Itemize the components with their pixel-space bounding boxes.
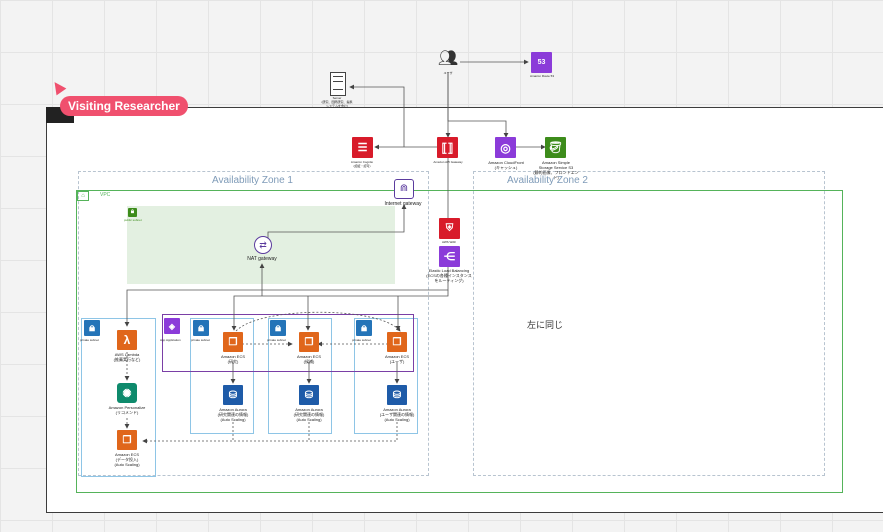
elb-to-lambda-line xyxy=(124,267,449,327)
cognito-label: Amazon Cognito (認証・認可) xyxy=(350,160,374,168)
s3-label: Amazon Simple Storage Service S3 (静的画像、フ… xyxy=(533,160,579,180)
private-subnet-4 xyxy=(354,318,418,434)
aurora1-to-batch-line xyxy=(142,422,234,444)
cognito-icon: ☰ xyxy=(352,137,373,158)
server-label: Server (研究、国際研究、提携 システムを含む) xyxy=(321,96,353,108)
az2-label: Availability Zone 2 xyxy=(507,175,588,186)
route53-icon: 53 xyxy=(531,52,552,73)
private-subnet-label: private subnet xyxy=(267,338,286,342)
vpc-label: VPC xyxy=(100,192,111,198)
internet-gateway-icon: ⋒ xyxy=(394,179,414,199)
availability-zone-2 xyxy=(473,171,825,476)
lock-icon: 🔒︎ xyxy=(270,320,286,336)
nat-gateway-icon: ⇄ xyxy=(254,236,272,254)
private-subnet-2 xyxy=(190,318,254,434)
users-to-cloudfront-line xyxy=(447,72,509,138)
server-icon xyxy=(330,72,346,96)
route53-label: Amazon Route 53 xyxy=(529,74,554,78)
public-subnet-label: public subnet xyxy=(124,218,142,222)
aurora3-label: Amazon Aurora (ユーザ関連の情報) (Auto Scaling) xyxy=(379,407,415,422)
private-subnet-label: private subnet xyxy=(352,338,371,342)
cloudfront-icon: ◎ xyxy=(495,137,516,158)
waf-icon: ⛨ xyxy=(439,218,460,239)
ecs2-label: Amazon ECS (候補) xyxy=(296,354,321,364)
cloudfront-label: Amazon CloudFront (キャッシュ) xyxy=(488,160,524,170)
lambda-label: AWS Lambda (推薦実行など) xyxy=(113,352,141,362)
lock-icon: 🔒︎ xyxy=(84,320,100,336)
nat-to-igw-line xyxy=(267,204,407,244)
aurora-icon: ⛁ xyxy=(299,385,319,405)
az1-label: Availability Zone 1 xyxy=(212,175,293,186)
personalize-icon: ✺ xyxy=(117,383,137,403)
to-server-line xyxy=(349,84,405,147)
private-subnet-1 xyxy=(81,318,156,477)
igw-label: Internet gateway xyxy=(384,201,422,207)
aurora1-label: Amazon Aurora (研究関連の情報) (Auto Scaling) xyxy=(217,407,249,422)
ecs1-label: Amazon ECS (研究) xyxy=(220,354,245,364)
lambda-icon: λ xyxy=(117,330,137,350)
ecs-icon: ❐ xyxy=(117,430,137,450)
frame-title-badge[interactable]: Visiting Researcher xyxy=(60,96,188,116)
private-subnet-label: private subnet xyxy=(191,338,210,342)
ecs-batch-label: Amazon ECS (データ投入) (Auto Scaling) xyxy=(114,452,140,467)
app-security-group xyxy=(162,314,414,372)
lock-icon: 🔒︎ xyxy=(356,320,372,336)
elb-label: Elastic Load Balancing (ECSの各種インスタンス をルー… xyxy=(426,268,472,283)
app-icon: ◈ xyxy=(164,318,180,334)
load-balancer-icon: ⋲ xyxy=(439,246,460,267)
app-label: App Application xyxy=(160,338,181,342)
s3-bucket-icon: 🪣︎ xyxy=(545,137,566,158)
vpc-icon: ⌂ xyxy=(77,191,89,201)
api-gateway-icon: ⟦⟧ xyxy=(437,137,458,158)
vpc-boundary xyxy=(76,190,843,493)
personalize-label: Amazon Personalize (リコメンド) xyxy=(108,405,146,415)
private-subnet-3 xyxy=(268,318,332,434)
aurora-icon: ⛁ xyxy=(387,385,407,405)
ecs-icon: ❐ xyxy=(387,332,407,352)
private-subnet-label: private subnet xyxy=(80,338,99,342)
users-label: ユーザ xyxy=(443,71,453,75)
board-frame[interactable] xyxy=(46,107,883,513)
lock-icon: 🔒︎ xyxy=(128,208,137,217)
ecs-icon: ❐ xyxy=(299,332,319,352)
aurora2-label: Amazon Aurora (研究関連の情報) (Auto Scaling) xyxy=(293,407,325,422)
aurora-icon: ⛁ xyxy=(223,385,243,405)
waf-label: AWS WAF xyxy=(441,240,457,244)
elb-to-ecs1-line xyxy=(231,290,449,331)
availability-zone-1 xyxy=(78,171,429,476)
users-icon: 👥︎ xyxy=(437,50,459,67)
ecs-icon: ❐ xyxy=(223,332,243,352)
aurora3-to-batch-line xyxy=(233,422,398,442)
apigw-label: Amazon API Gateway xyxy=(433,160,463,164)
lock-icon: 🔒︎ xyxy=(193,320,209,336)
az2-note: 左に同じ xyxy=(527,320,564,330)
ecs3-label: Amazon ECS (ユーザ) xyxy=(384,354,409,364)
ecs-link-line xyxy=(235,311,401,332)
nat-label: NAT gateway xyxy=(247,256,277,262)
